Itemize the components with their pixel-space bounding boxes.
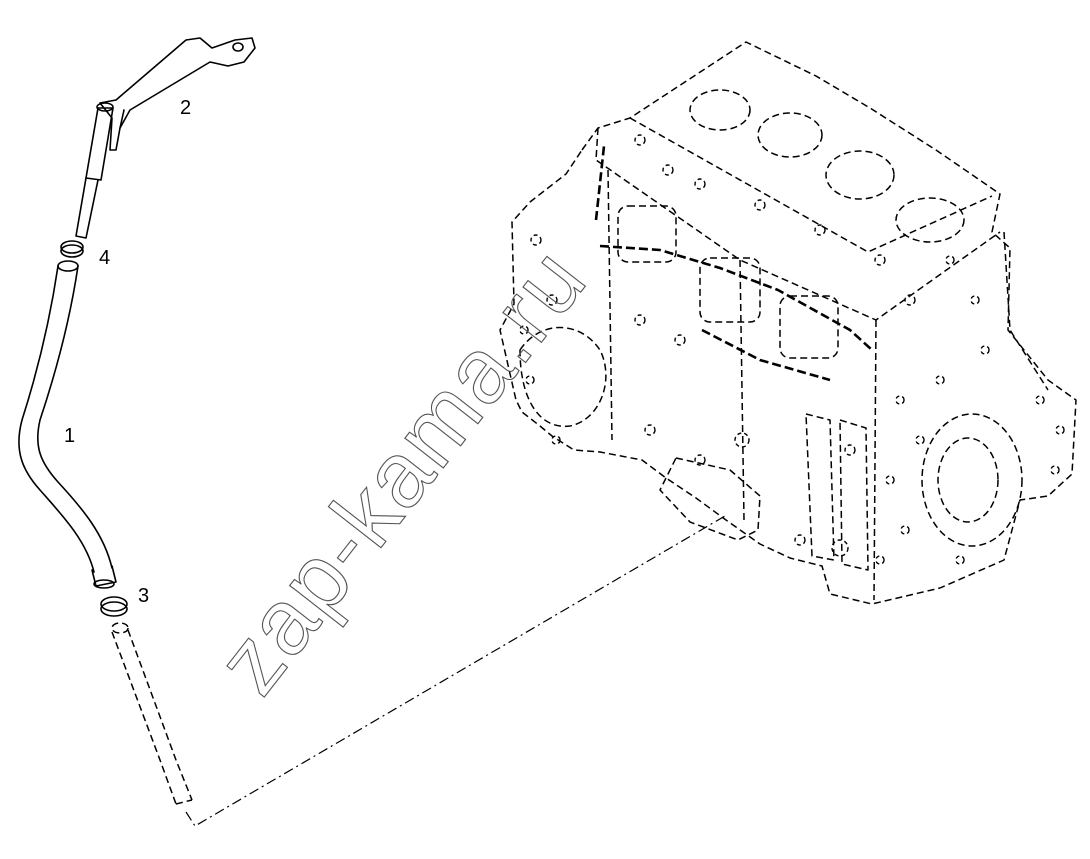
clamp-part-4 <box>60 240 84 258</box>
clamp-part-3 <box>100 596 128 617</box>
watermark: zap-kama.ru <box>197 229 606 712</box>
callout-3: 3 <box>138 585 149 607</box>
engine-block <box>499 41 1077 605</box>
callout-4: 4 <box>99 247 110 269</box>
bracket-part <box>99 37 256 151</box>
callout-1: 1 <box>64 425 75 447</box>
callout-2: 2 <box>180 97 191 119</box>
connection-line <box>185 515 726 827</box>
hose-part-1 <box>18 260 117 589</box>
tube-lower <box>111 622 193 805</box>
tube-upper <box>75 102 114 239</box>
